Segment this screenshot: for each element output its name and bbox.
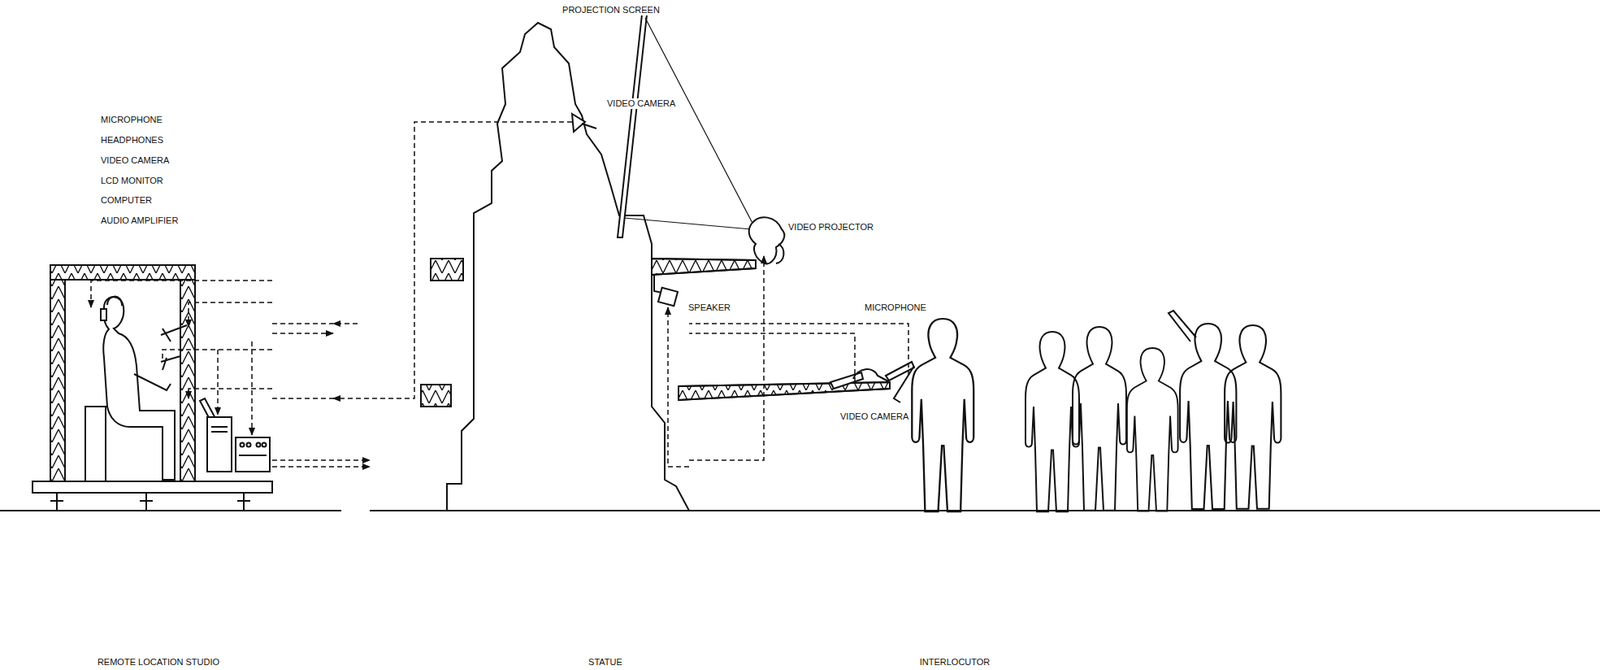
part-label: PROJECTION SCREEN [560,4,662,16]
section-label: STATUE [586,656,625,668]
part-label: VIDEO CAMERA [605,98,677,109]
section-label: REMOTE LOCATION STUDIO [95,656,222,668]
list-item: HEADPHONES [99,134,165,146]
part-label: SPEAKER [686,302,733,313]
list-item: MICROPHONE [99,114,165,126]
list-item: COMPUTER [99,195,154,206]
part-label: MICROPHONE [862,302,928,313]
section-label: INTERLOCUTOR [918,656,993,668]
list-item: VIDEO CAMERA [99,155,171,166]
list-item: LCD MONITOR [99,175,165,187]
part-label: VIDEO PROJECTOR [786,221,876,233]
list-item: AUDIO AMPLIFIER [99,215,180,226]
part-label: VIDEO CAMERA [838,411,911,422]
